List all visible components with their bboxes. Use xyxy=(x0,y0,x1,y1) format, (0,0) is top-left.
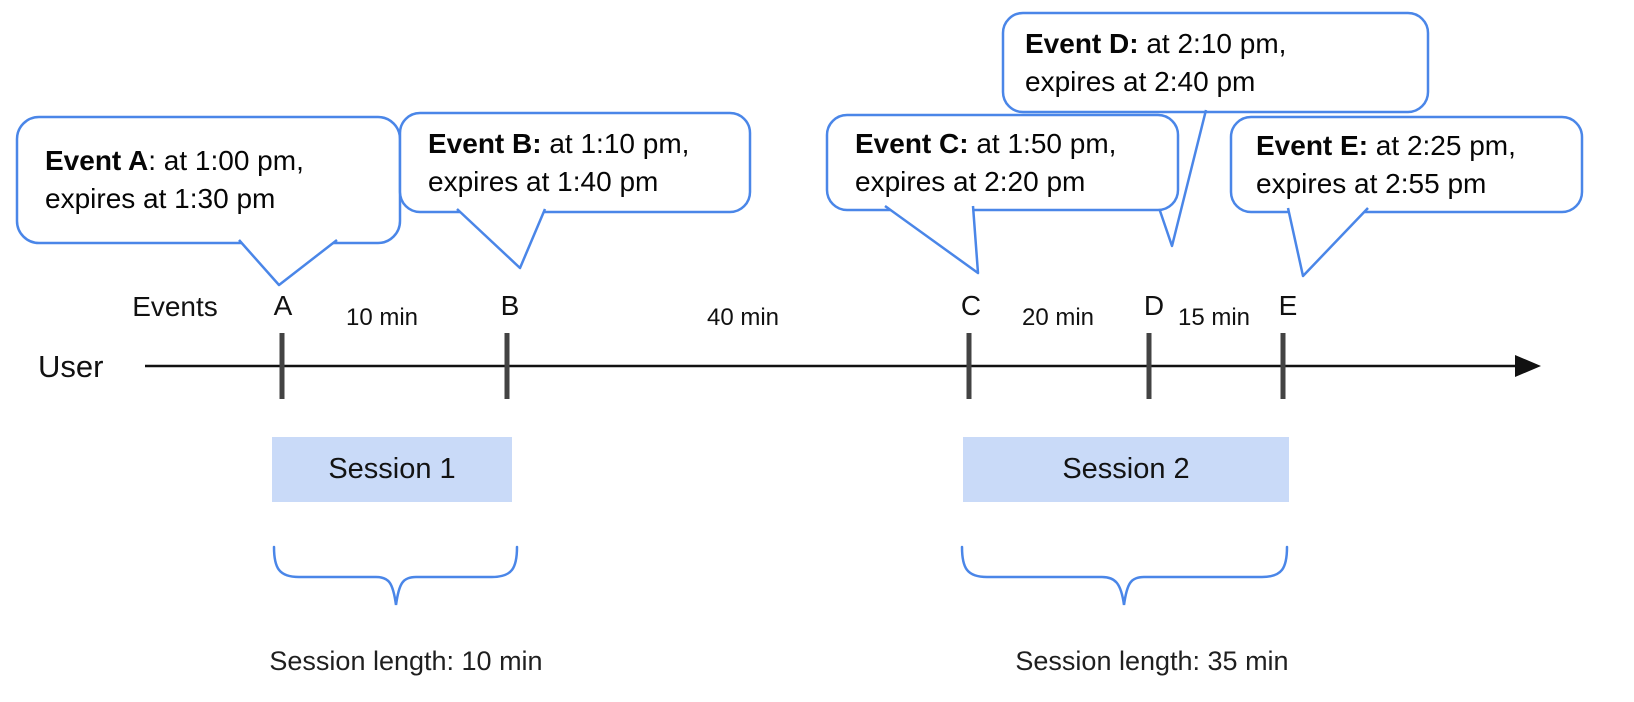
session-1-label: Session 1 xyxy=(328,453,456,485)
bubble-line1: Event A: at 1:00 pm, xyxy=(45,142,400,180)
bubble-line2: expires at 1:40 pm xyxy=(428,165,659,197)
bubble-tail-event-b xyxy=(456,208,547,270)
bubble-line1: Event D: at 2:10 pm, xyxy=(1025,25,1428,63)
event-name-bold: Event C: xyxy=(855,127,969,159)
event-name-bold: Event E: xyxy=(1256,129,1369,161)
session-1-box xyxy=(272,437,512,502)
event-name-bold: Event D: xyxy=(1025,27,1139,59)
bubble-line1: Event B: at 1:10 pm, xyxy=(428,125,750,163)
session-2-brace xyxy=(960,545,1289,606)
event-name-bold: Event B: xyxy=(428,127,542,159)
bubble-line1: Event C: at 1:50 pm, xyxy=(855,125,1178,163)
gap-label-d-e: 15 min xyxy=(1177,304,1251,331)
bubble-line1: Event E: at 2:25 pm, xyxy=(1256,127,1582,165)
bubble-line2: expires at 2:55 pm xyxy=(1256,167,1487,199)
bubble-text-event-b: Event B: at 1:10 pm, expires at 1:40 pm xyxy=(400,113,750,212)
session-2-length-label: Session length: 35 min xyxy=(1015,646,1289,676)
bubble-tail-event-d xyxy=(1156,109,1208,248)
session-2-box xyxy=(963,437,1289,502)
user-axis-label: User xyxy=(38,349,104,384)
tick-label-d: D xyxy=(1143,290,1165,321)
event-time-text: at 1:10 pm, xyxy=(541,127,690,159)
event-time-text: at 2:25 pm, xyxy=(1368,129,1516,161)
event-time-text: at 1:50 pm, xyxy=(968,127,1117,159)
tick-label-e: E xyxy=(1278,290,1298,321)
timeline-arrowhead xyxy=(1515,355,1541,377)
gap-label-b-c: 40 min xyxy=(706,304,780,331)
event-time-text: : at 1:00 pm, xyxy=(148,145,304,176)
bubble-text-event-c: Event C: at 1:50 pm, expires at 2:20 pm xyxy=(827,115,1178,210)
event-name-bold: Event A xyxy=(45,145,149,176)
bubble-line2: expires at 2:20 pm xyxy=(855,165,1086,197)
gap-label-c-d: 20 min xyxy=(1021,304,1095,331)
tick-label-b: B xyxy=(500,290,520,321)
bubble-line2: expires at 2:40 pm xyxy=(1025,65,1256,97)
bubble-event-b xyxy=(398,111,752,270)
bubble-text-event-d: Event D: at 2:10 pm, expires at 2:40 pm xyxy=(1003,13,1428,112)
event-time-text: at 2:10 pm, xyxy=(1138,27,1287,59)
bubble-event-c xyxy=(825,113,1180,275)
events-axis-label: Events xyxy=(132,291,218,322)
bubble-text-event-a: Event A: at 1:00 pm, expires at 1:30 pm xyxy=(17,117,400,243)
session-1-length-label: Session length: 10 min xyxy=(269,646,543,676)
session-2-label: Session 2 xyxy=(1062,453,1190,485)
bubble-line2: expires at 1:30 pm xyxy=(45,183,276,214)
bubble-event-e xyxy=(1229,115,1584,278)
bubble-tail-event-e xyxy=(1286,207,1369,278)
tick-label-a: A xyxy=(273,290,293,321)
bubble-tail-event-a xyxy=(238,239,338,287)
tick-label-c: C xyxy=(960,290,982,321)
bubble-tail-event-c xyxy=(884,204,980,275)
bubble-event-d xyxy=(1001,11,1430,248)
gap-label-a-b: 10 min xyxy=(345,304,419,331)
session-1-brace xyxy=(272,545,519,606)
bubble-text-event-e: Event E: at 2:25 pm, expires at 2:55 pm xyxy=(1231,117,1582,212)
